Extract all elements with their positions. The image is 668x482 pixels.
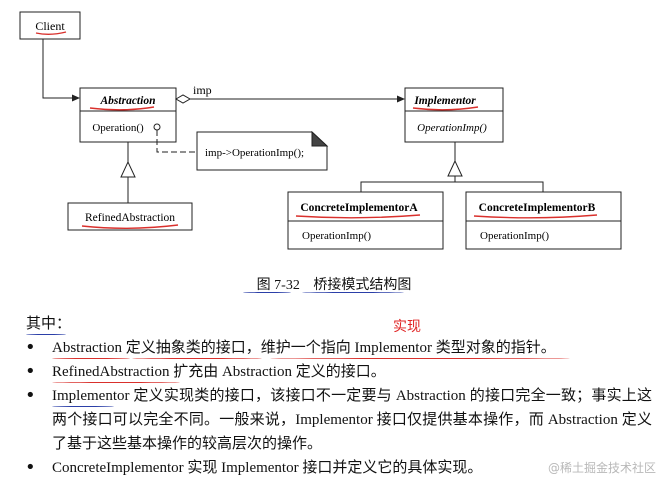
caption-underline-title [302,292,404,293]
abstraction-class: Abstraction Operation() [79,87,177,143]
bullet-concrete-implementor: ConcreteImplementor 实现 Implementor 接口并定义… [22,456,652,480]
implementor-inheritance-triangle [447,159,463,177]
imp-arrow-head [397,95,405,103]
figure-title: 桥接模式结构图 [313,278,412,293]
concrete-a-underline [295,214,421,219]
implementation-note: imp->OperationImp(); [196,130,329,171]
abstraction-underline [89,106,155,111]
client-label: Client [35,19,65,33]
figure-number: 图 7-32 [256,278,300,293]
abstraction-inheritance-triangle [120,160,136,178]
client-underline [35,31,67,35]
refined-abstraction-label: RefinedAbstraction [85,212,175,224]
refined-underline [81,224,179,229]
implementor-name: Implementor [413,95,476,107]
aggregation-diamond [174,94,192,104]
bullet-refined-abstraction: RefinedAbstraction 扩充由 Abstraction 定义的接口… [22,360,652,384]
text-underline-refined [52,382,180,383]
intro-underline [26,334,66,335]
concrete-b-name: ConcreteImplementorB [479,202,596,214]
text-underline-define [132,358,262,359]
note-text: imp->OperationImp(); [205,147,304,159]
text-underline-implementor [52,406,114,407]
abstraction-operation: Operation() [92,122,144,134]
concrete-a-operation: OperationImp() [302,230,371,242]
client-association-line [42,39,73,99]
implementor-class: Implementor OperationImp() [404,87,504,143]
concrete-a-name: ConcreteImplementorA [300,202,418,214]
bridge-pattern-diagram: Client Abstraction Operation() imp imp->… [19,11,622,250]
imp-label: imp [193,83,212,97]
caption-underline-number [243,292,291,293]
note-connector [156,130,197,153]
bullet-list: Abstraction 定义抽象类的接口，维护一个指向 Implementor … [22,336,652,480]
abstraction-name: Abstraction [100,95,156,107]
concrete-b-underline [473,214,598,219]
client-arrow-head [72,94,80,102]
implementor-operation: OperationImp() [417,122,487,134]
implementor-underline [412,106,479,111]
text-underline-pointer [270,358,570,359]
intro-text: 其中： [26,316,72,332]
bullet-abstraction: Abstraction 定义抽象类的接口，维护一个指向 Implementor … [22,336,652,360]
figure-caption: 图 7-32 桥接模式结构图 [0,274,668,294]
bullet-implementor: Implementor 定义实现类的接口，该接口不一定要与 Abstractio… [22,384,652,456]
description-text: 其中： Abstraction 定义抽象类的接口，维护一个指向 Implemen… [22,312,652,480]
concrete-implementor-b-class: ConcreteImplementorB OperationImp() [465,191,622,250]
concrete-b-operation: OperationImp() [480,230,549,242]
text-underline-abstraction [52,358,130,359]
watermark: @稀土掘金技术社区 [547,461,656,475]
red-annotation: 实现 [393,320,421,335]
concrete-implementor-a-class: ConcreteImplementorA OperationImp() [287,191,444,250]
